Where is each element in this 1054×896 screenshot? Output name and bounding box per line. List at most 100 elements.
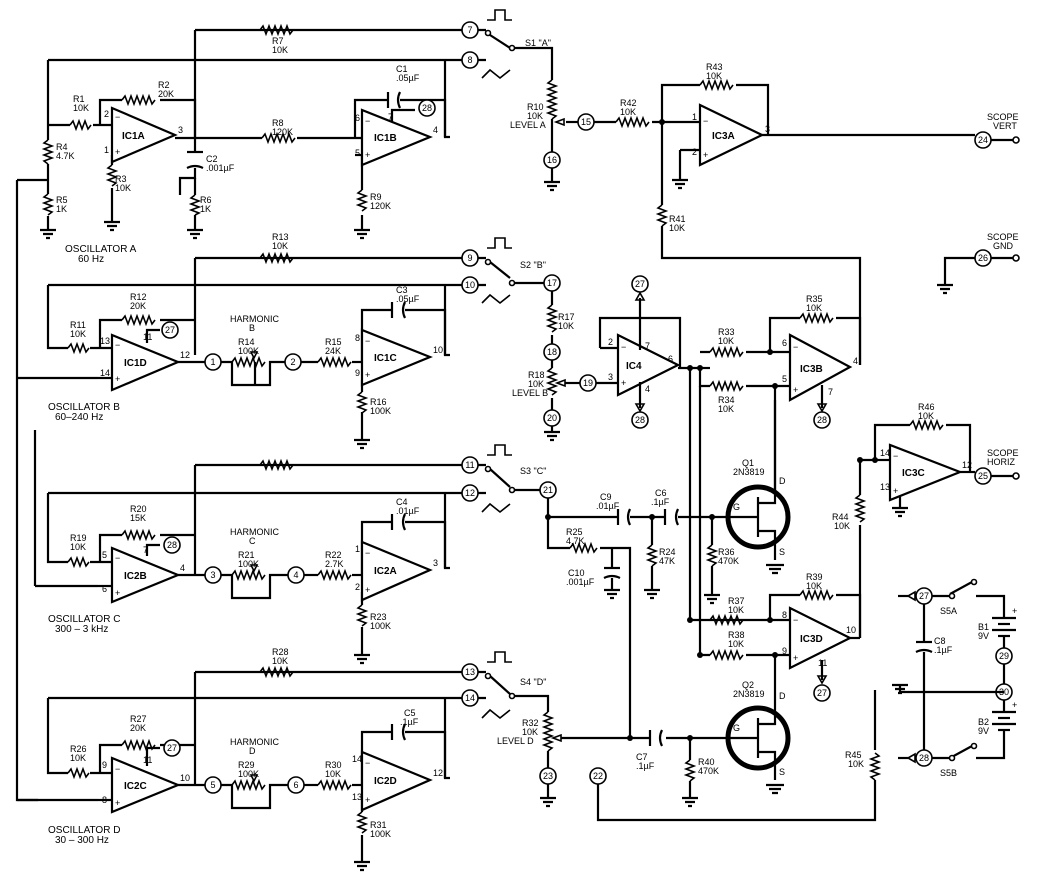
svg-text:R46: R46	[918, 402, 935, 412]
svg-text:4: 4	[293, 570, 298, 580]
svg-text:R23: R23	[370, 612, 387, 622]
svg-text:13: 13	[352, 792, 362, 802]
node-28	[418, 99, 436, 117]
svg-text:R42: R42	[620, 98, 637, 108]
svg-text:7: 7	[828, 387, 833, 397]
svg-text:.05µF: .05µF	[396, 294, 420, 304]
svg-text:R8: R8	[272, 118, 284, 128]
svg-text:Q2: Q2	[742, 680, 754, 690]
svg-text:100K: 100K	[238, 769, 259, 779]
svg-text:−: −	[115, 553, 120, 563]
svg-text:R12: R12	[130, 292, 147, 302]
svg-text:−: −	[793, 615, 798, 625]
svg-text:7: 7	[645, 341, 650, 351]
svg-text:4: 4	[645, 384, 650, 394]
svg-text:20: 20	[547, 413, 557, 423]
svg-text:10K: 10K	[806, 581, 822, 591]
svg-text:2: 2	[608, 337, 613, 347]
svg-text:15: 15	[581, 117, 591, 127]
svg-text:LEVEL A: LEVEL A	[510, 120, 546, 130]
svg-text:24K: 24K	[325, 346, 341, 356]
oscillator-c-section: IC2B −+ 56 47 28 3 4 IC2A −+ 12 3 R1910K…	[46, 458, 462, 665]
svg-text:IC1B: IC1B	[374, 133, 397, 144]
svg-text:100K: 100K	[238, 346, 259, 356]
svg-text:C5: C5	[404, 708, 416, 718]
svg-text:47K: 47K	[659, 556, 675, 566]
svg-text:OSCILLATOR B: OSCILLATOR B	[48, 402, 120, 413]
svg-text:28: 28	[167, 540, 177, 550]
svg-text:8: 8	[102, 795, 107, 805]
opamp-ic2d	[360, 750, 433, 812]
svg-text:+: +	[365, 150, 370, 160]
svg-text:.01µF: .01µF	[396, 506, 420, 516]
svg-text:R14: R14	[238, 337, 255, 347]
svg-text:10K: 10K	[706, 71, 722, 81]
svg-text:2: 2	[692, 147, 697, 157]
svg-text:3: 3	[433, 558, 438, 568]
svg-text:+: +	[115, 374, 120, 384]
svg-text:SCOPE: SCOPE	[987, 112, 1019, 122]
svg-text:C4: C4	[396, 497, 408, 507]
svg-text:D: D	[779, 691, 786, 701]
svg-text:R40: R40	[698, 757, 715, 767]
svg-text:IC3C: IC3C	[902, 468, 925, 479]
svg-text:R17: R17	[558, 312, 575, 322]
svg-text:14: 14	[465, 693, 475, 703]
svg-text:20K: 20K	[130, 723, 146, 733]
svg-text:R5: R5	[56, 195, 68, 205]
svg-text:R45: R45	[845, 750, 862, 760]
svg-text:5: 5	[210, 780, 215, 790]
svg-text:G: G	[733, 723, 740, 733]
svg-text:R26: R26	[70, 744, 87, 754]
svg-text:−: −	[703, 116, 708, 126]
svg-text:.01µF: .01µF	[596, 501, 620, 511]
svg-text:12: 12	[433, 768, 443, 778]
opamp-ic2a	[360, 540, 433, 602]
svg-text:3: 3	[178, 125, 183, 135]
svg-text:R15: R15	[325, 337, 342, 347]
svg-text:R24: R24	[659, 547, 676, 557]
svg-text:IC1A: IC1A	[122, 131, 145, 142]
svg-text:10K: 10K	[70, 542, 86, 552]
svg-text:R44: R44	[832, 512, 849, 522]
svg-text:2N3819: 2N3819	[733, 689, 765, 699]
opamp-ic2b	[110, 546, 181, 604]
svg-text:9: 9	[467, 253, 472, 263]
svg-text:R13: R13	[272, 232, 289, 242]
svg-text:+: +	[1012, 700, 1017, 710]
svg-text:IC3A: IC3A	[712, 131, 735, 142]
svg-text:10K: 10K	[325, 769, 341, 779]
svg-text:+: +	[115, 147, 120, 157]
svg-text:G: G	[733, 502, 740, 512]
svg-text:10K: 10K	[115, 183, 131, 193]
svg-text:4.7K: 4.7K	[566, 536, 585, 546]
svg-text:5: 5	[102, 550, 107, 560]
svg-text:7: 7	[388, 112, 393, 122]
svg-text:23: 23	[543, 771, 553, 781]
svg-text:R30: R30	[325, 760, 342, 770]
svg-text:4: 4	[433, 125, 438, 135]
svg-text:10K: 10K	[272, 241, 288, 251]
svg-text:−: −	[365, 116, 370, 126]
svg-text:6: 6	[782, 338, 787, 348]
svg-text:HARMONIC: HARMONIC	[230, 527, 279, 537]
svg-text:60 Hz: 60 Hz	[78, 254, 104, 265]
svg-text:8: 8	[782, 610, 787, 620]
svg-text:10K: 10K	[558, 321, 574, 331]
svg-text:9V: 9V	[978, 726, 989, 736]
svg-text:10K: 10K	[918, 411, 934, 421]
svg-text:9: 9	[355, 368, 360, 378]
svg-text:+: +	[793, 653, 798, 663]
svg-text:−: −	[621, 342, 626, 352]
svg-text:5: 5	[355, 148, 360, 158]
svg-text:R28: R28	[272, 647, 289, 657]
svg-text:10K: 10K	[272, 45, 288, 55]
svg-text:26: 26	[978, 253, 988, 263]
svg-text:+: +	[621, 378, 626, 388]
svg-text:HORIZ: HORIZ	[987, 457, 1016, 467]
ic4-section: IC4 −+ 23 674 27 28	[598, 275, 790, 622]
svg-text:GND: GND	[993, 241, 1014, 251]
svg-text:R6: R6	[200, 195, 212, 205]
